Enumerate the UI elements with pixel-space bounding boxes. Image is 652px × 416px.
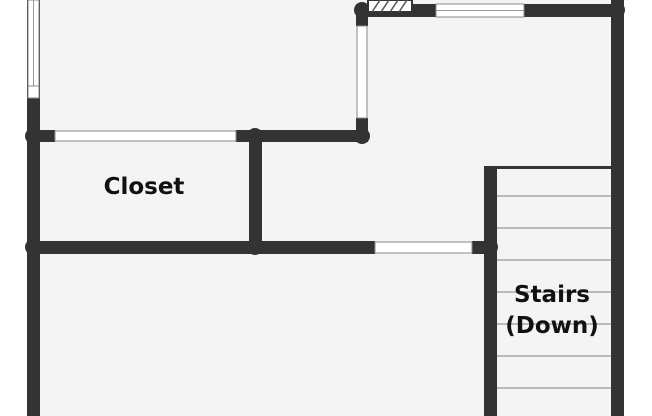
wall-closet-bottom	[27, 241, 375, 254]
window-upper-room-right	[356, 25, 368, 119]
fixture-hatch	[371, 0, 381, 13]
wall-stairs-top	[484, 166, 624, 169]
fixture-hatch	[398, 0, 408, 13]
wall-left-exterior	[27, 0, 40, 416]
hatched-fixture	[367, 0, 413, 13]
wall-upper-room-bottom	[255, 130, 368, 142]
closet-label: Closet	[103, 174, 185, 200]
floor-fills	[34, 0, 618, 416]
windows	[27, 0, 525, 254]
wall-joint	[482, 239, 498, 255]
fixture-hatch	[389, 0, 399, 13]
stairs-label-line1: Stairs	[514, 282, 590, 308]
wall-closet-right	[249, 130, 262, 254]
window-hall-bottom	[374, 241, 473, 254]
wall-joint	[354, 128, 370, 144]
wall-joints	[25, 2, 625, 255]
wall-joint	[25, 239, 41, 255]
wall-joint	[609, 2, 625, 18]
stairs-label-line2: (Down)	[505, 313, 599, 340]
stairs-treads	[497, 195, 611, 389]
wall-right-exterior	[611, 0, 624, 416]
wall-joint	[247, 239, 263, 255]
stairs-label: Stairs (Down)	[492, 280, 612, 342]
wall-top-right	[524, 4, 624, 17]
wall-stairs-left	[484, 166, 497, 416]
wall-joint	[247, 128, 263, 144]
wall-joint	[354, 2, 370, 18]
window-closet-top	[54, 130, 237, 142]
floor-main	[34, 0, 618, 416]
wall-joint	[25, 128, 41, 144]
fixture-hatch	[380, 0, 390, 13]
